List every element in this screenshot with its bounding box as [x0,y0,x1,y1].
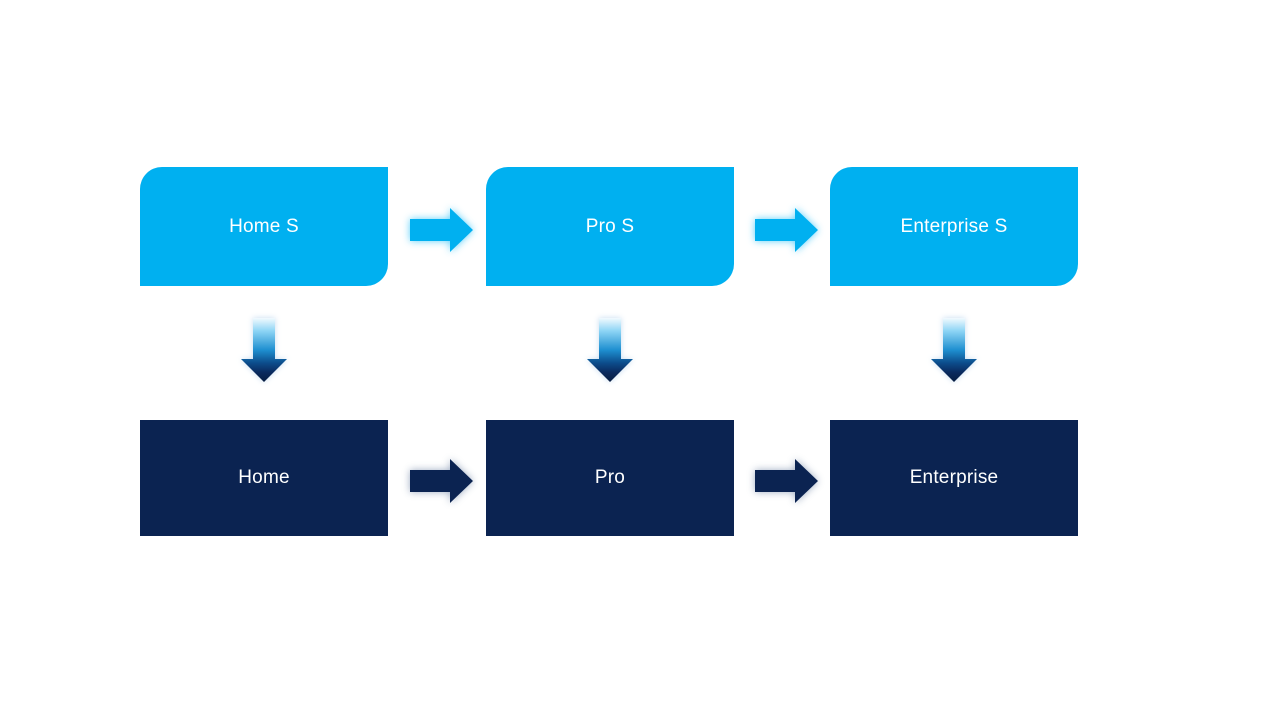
block-arrow-right-icon [410,459,473,503]
block-arrow-down-icon [241,318,287,382]
block-arrow-right-icon [755,459,818,503]
top-box-home-s: Home S [140,167,388,286]
bottom-box-pro: Pro [486,420,734,536]
block-arrow-down-icon [931,318,977,382]
block-arrow-right-icon [755,208,818,252]
bottom-box-home: Home [140,420,388,536]
bottom-box-home-label: Home [238,467,290,488]
bottom-box-enterprise: Enterprise [830,420,1078,536]
bottom-box-enterprise-label: Enterprise [909,467,999,488]
top-box-enterprise-s: Enterprise S [830,167,1078,286]
block-arrow-right-icon [410,208,473,252]
top-box-home-s-label: Home S [229,215,299,237]
top-box-pro-s-label: Pro S [585,215,635,237]
bottom-box-pro-label: Pro [594,467,626,488]
top-box-pro-s: Pro S [486,167,734,286]
block-arrow-down-icon [587,318,633,382]
top-box-enterprise-s-label: Enterprise S [900,215,1008,237]
